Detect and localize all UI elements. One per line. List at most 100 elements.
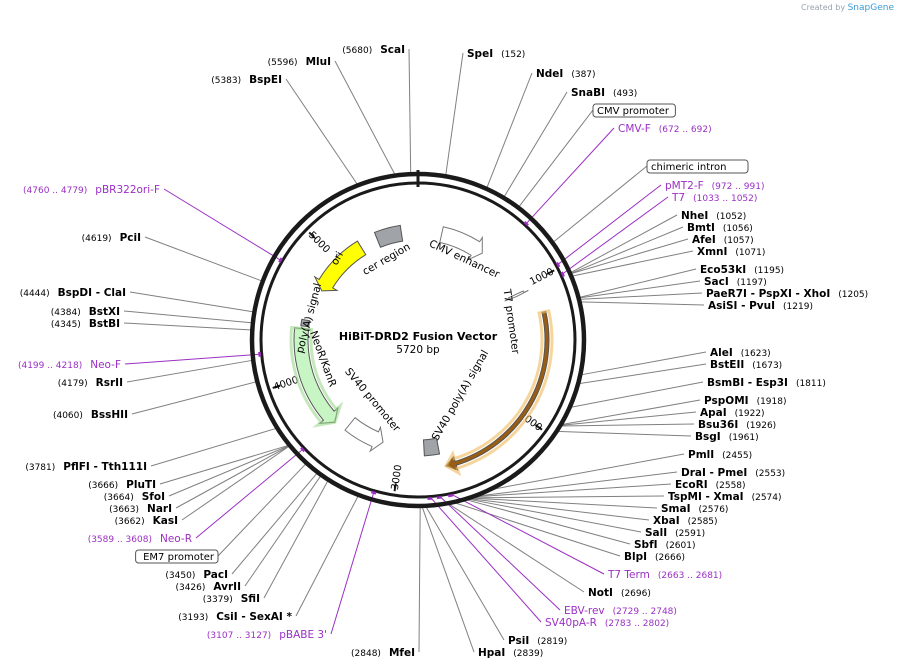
site-blpi[interactable]: BlpI(2666) bbox=[624, 551, 685, 563]
site-bsgi[interactable]: BsgI(1961) bbox=[695, 431, 759, 443]
site-mfei[interactable]: (2848)MfeI bbox=[351, 647, 415, 659]
site-paci[interactable]: (3450)PacI bbox=[165, 569, 228, 581]
site-rsrii[interactable]: (4179)RsrII bbox=[58, 377, 123, 389]
site-hpai[interactable]: HpaI(2839) bbox=[478, 647, 543, 659]
feature-label-sv40-poly-a-signal: SV40 poly(A) signal bbox=[430, 348, 492, 443]
leader-cmv-f bbox=[524, 127, 615, 226]
site-pos: (2819) bbox=[537, 637, 567, 647]
site-smai[interactable]: SmaI(2576) bbox=[661, 503, 728, 515]
site-mlui[interactable]: (5596)MluI bbox=[268, 56, 331, 68]
site-name: SmaI bbox=[661, 503, 691, 515]
site-sali[interactable]: SalI(2591) bbox=[645, 527, 705, 539]
site-xmni[interactable]: XmnI(1071) bbox=[697, 246, 765, 258]
leader-ebv-rev bbox=[438, 495, 561, 611]
site-ebv-rev[interactable]: EBV-rev(2729 .. 2748) bbox=[564, 605, 677, 617]
site-snabi[interactable]: SnaBI(493) bbox=[571, 87, 637, 99]
site-kasi[interactable]: (3662)KasI bbox=[115, 515, 178, 527]
site-pos: (2783 .. 2802) bbox=[605, 619, 669, 629]
site-saci[interactable]: SacI(1197) bbox=[704, 276, 767, 288]
svg-text:(4384)BstXI: (4384)BstXI bbox=[51, 306, 120, 318]
site-name: pBABE 3' bbox=[279, 629, 327, 641]
site-name: EcoRI bbox=[675, 479, 708, 491]
site-spei[interactable]: SpeI(152) bbox=[467, 48, 525, 60]
site-nhei[interactable]: NheI(1052) bbox=[681, 210, 746, 222]
site-sv40pa-r[interactable]: SV40pA-R(2783 .. 2802) bbox=[545, 617, 669, 629]
site-alei[interactable]: AleI(1623) bbox=[710, 347, 771, 359]
site-pcii[interactable]: (4619)PciI bbox=[82, 232, 141, 244]
site-bstbi[interactable]: (4345)BstBI bbox=[51, 318, 120, 330]
svg-text:Bsu36I(1926): Bsu36I(1926) bbox=[698, 419, 776, 431]
site-neo-r[interactable]: (3589 .. 3608)Neo-R bbox=[88, 533, 192, 545]
site-bspei[interactable]: (5383)BspEI bbox=[211, 74, 282, 86]
site-afei[interactable]: AfeI(1057) bbox=[692, 234, 754, 246]
tick-5000 bbox=[308, 231, 316, 239]
site-labels: SpeI(152) NdeI(387) SnaBI(493) CMV promoter… bbox=[18, 44, 868, 659]
site-pos: (5596) bbox=[268, 58, 298, 68]
site-chimeric-intron[interactable]: chimeric intron bbox=[646, 159, 749, 174]
site-name: MfeI bbox=[389, 647, 415, 659]
site-noti[interactable]: NotI(2696) bbox=[588, 587, 651, 599]
site-pbabe-3[interactable]: (3107 .. 3127)pBABE 3' bbox=[207, 629, 327, 641]
site-name: PciI bbox=[120, 232, 141, 244]
site-apai[interactable]: ApaI(1922) bbox=[700, 407, 765, 419]
svg-text:(5680)ScaI: (5680)ScaI bbox=[342, 44, 405, 56]
site-name: TspMI - XmaI bbox=[668, 491, 744, 503]
site-ndei[interactable]: NdeI(387) bbox=[536, 68, 596, 80]
site-tspmi-xmai[interactable]: TspMI - XmaI(2574) bbox=[668, 491, 782, 503]
site-pspomi[interactable]: PspOMI(1918) bbox=[704, 395, 787, 407]
site-pmli[interactable]: PmlI(2455) bbox=[688, 449, 752, 461]
site-cmv-promoter[interactable]: CMV promoter bbox=[592, 103, 676, 118]
site-bmti[interactable]: BmtI(1056) bbox=[687, 222, 753, 234]
feature-halo-hibit-drd2 bbox=[444, 309, 554, 477]
site-bsteii[interactable]: BstEII(1673) bbox=[710, 359, 782, 371]
site-t7-term[interactable]: T7 Term(2663 .. 2681) bbox=[607, 569, 722, 581]
site-sfoi[interactable]: (3664)SfoI bbox=[104, 491, 165, 503]
site-pluti[interactable]: (3666)PluTI bbox=[88, 479, 156, 491]
leader-pspomi bbox=[560, 399, 701, 426]
primer-t7 bbox=[560, 271, 565, 278]
leader-kasi bbox=[181, 445, 291, 521]
leader-mlui bbox=[334, 60, 396, 176]
site-ecori[interactable]: EcoRI(2558) bbox=[675, 479, 746, 491]
site-name: KasI bbox=[153, 515, 178, 527]
tick-1000 bbox=[546, 269, 555, 275]
site-nari[interactable]: (3663)NarI bbox=[109, 503, 172, 515]
site-pflfi-tth111i[interactable]: (3781)PflFI - Tth111I bbox=[25, 461, 147, 473]
site-em7-promoter[interactable]: EM7 promoter bbox=[135, 549, 219, 564]
site-xbai[interactable]: XbaI(2585) bbox=[653, 515, 718, 527]
site-bstxi[interactable]: (4384)BstXI bbox=[51, 306, 120, 318]
site-csii-sexai[interactable]: (3193)CsiI - SexAI * bbox=[178, 611, 292, 623]
site-paer7i-pspxi-xhoi[interactable]: PaeR7I - PspXI - XhoI(1205) bbox=[706, 288, 868, 300]
site-bspdi-clai[interactable]: (4444)BspDI - ClaI bbox=[20, 287, 126, 299]
site-name: SfoI bbox=[142, 491, 165, 503]
leader-pmt2-f bbox=[555, 184, 662, 267]
site-bsu36i[interactable]: Bsu36I(1926) bbox=[698, 419, 776, 431]
site-pbr322ori-f[interactable]: (4760 .. 4779)pBR322ori-F bbox=[23, 184, 160, 196]
site-pos: (2591) bbox=[675, 529, 705, 539]
site-drai-pmei[interactable]: DraI - PmeI(2553) bbox=[681, 467, 785, 479]
site-bsmbi-esp3i[interactable]: BsmBI - Esp3I(1811) bbox=[707, 377, 826, 389]
site-sfii[interactable]: (3379)SfiI bbox=[203, 593, 260, 605]
primer-marks bbox=[258, 221, 565, 500]
leader-chimeric-intron bbox=[552, 165, 648, 244]
svg-text:(4060)BssHII: (4060)BssHII bbox=[53, 409, 128, 421]
site-scai[interactable]: (5680)ScaI bbox=[342, 44, 405, 56]
site-sbfi[interactable]: SbfI(2601) bbox=[634, 539, 696, 551]
svg-text:Eco53kI(1195): Eco53kI(1195) bbox=[700, 264, 784, 276]
site-neo-f[interactable]: (4199 .. 4218)Neo-F bbox=[18, 359, 121, 371]
leader-sali bbox=[466, 498, 642, 533]
site-pmt2-f[interactable]: pMT2-F(972 .. 991) bbox=[665, 180, 764, 192]
site-asisi-pvui[interactable]: AsiSI - PvuI(1219) bbox=[708, 300, 813, 312]
site-pos: (1922) bbox=[735, 409, 765, 419]
site-eco53ki[interactable]: Eco53kI(1195) bbox=[700, 264, 784, 276]
leader-sfii bbox=[263, 479, 329, 599]
site-bsshii[interactable]: (4060)BssHII bbox=[53, 409, 128, 421]
site-name: PacI bbox=[203, 569, 228, 581]
site-pos: (3379) bbox=[203, 595, 233, 605]
site-t7[interactable]: T7(1033 .. 1052) bbox=[671, 192, 757, 204]
leader-bstxi bbox=[123, 310, 253, 324]
leader-bsmbi-esp3i bbox=[569, 381, 704, 408]
site-psii[interactable]: PsiI(2819) bbox=[508, 635, 567, 647]
site-avrii[interactable]: (3426)AvrII bbox=[175, 581, 241, 593]
site-cmv-f[interactable]: CMV-F(672 .. 692) bbox=[618, 123, 712, 135]
